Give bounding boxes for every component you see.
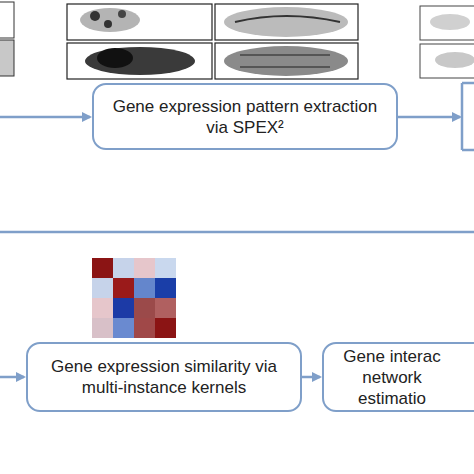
separator-line <box>0 231 474 234</box>
embryo-images <box>67 4 358 79</box>
process-box: Gene expression similarity via multi-ins… <box>26 342 302 412</box>
box-label: Gene expression pattern extraction via S… <box>108 96 382 138</box>
box-label: Gene interac network estimatio <box>334 346 450 409</box>
thumbnail <box>0 40 14 76</box>
flow-arrow <box>398 116 460 119</box>
flow-arrow <box>0 376 24 379</box>
cropped-box <box>462 83 474 150</box>
box-label: Gene expression similarity via multi-ins… <box>40 356 288 398</box>
process-box: Gene interac network estimatio <box>322 342 474 412</box>
similarity-heatmap <box>92 258 176 338</box>
process-box: Gene expression pattern extraction via S… <box>92 83 398 150</box>
flow-arrow <box>302 376 320 379</box>
flow-arrow <box>0 116 90 119</box>
thumbnail <box>0 2 14 38</box>
